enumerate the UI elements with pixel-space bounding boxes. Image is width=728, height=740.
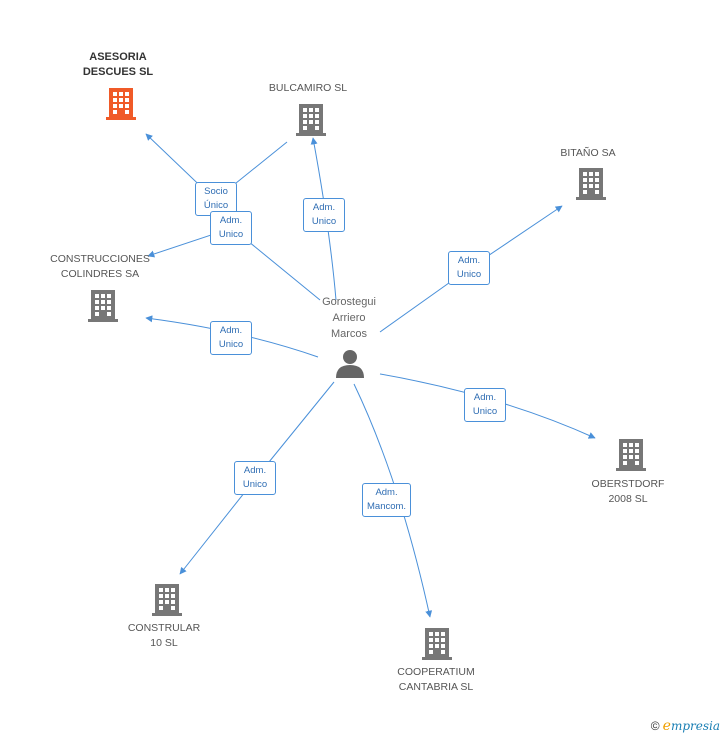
relation-badge-socio-unico[interactable]: Socio Único [195, 182, 237, 216]
relation-badge-adm-unico-bitano[interactable]: Adm. Unico [448, 251, 490, 285]
relation-badge-adm-unico-oberstdorf[interactable]: Adm. Unico [464, 388, 506, 422]
building-icon-asesoria[interactable] [106, 86, 136, 120]
company-label-constrular[interactable]: CONSTRULAR 10 SL [127, 622, 201, 649]
relation-badge-adm-unico-construcciones-upper[interactable]: Adm. Unico [210, 211, 252, 245]
company-label-bulcamiro[interactable]: BULCAMIRO SL [268, 82, 348, 94]
brand-logo-text: mpresia [670, 719, 720, 733]
footer-brand[interactable]: ©empresia [651, 718, 720, 734]
person-label[interactable]: Gorostegui Arriero Marcos [322, 296, 376, 340]
company-label-asesoria[interactable]: ASESORIA DESCUES SL [82, 51, 154, 78]
relation-badge-adm-unico-bulcamiro[interactable]: Adm. Unico [303, 198, 345, 232]
company-label-oberstdorf[interactable]: OBERSTDORF 2008 SL [591, 478, 665, 505]
building-icon-oberstdorf[interactable] [616, 437, 646, 471]
relation-badge-adm-mancom-cooperatium[interactable]: Adm. Mancom. [362, 483, 412, 517]
brand-logo-initial: e [662, 718, 671, 734]
building-icon-bitano[interactable] [576, 166, 606, 200]
relation-badge-adm-unico-constrular[interactable]: Adm. Unico [234, 461, 276, 495]
building-icon-bulcamiro[interactable] [296, 102, 326, 136]
company-label-bitano[interactable]: BITAÑO SA [560, 147, 616, 159]
person-icon[interactable] [335, 348, 365, 378]
building-icon-construcciones[interactable] [88, 288, 118, 322]
building-icon-constrular[interactable] [152, 582, 182, 616]
company-label-construcciones[interactable]: CONSTRUCCIONES COLINDRES SA [50, 253, 150, 280]
building-icon-cooperatium[interactable] [422, 626, 452, 660]
copyright-symbol: © [650, 719, 660, 733]
company-label-cooperatium[interactable]: COOPERATIUM CANTABRIA SL [397, 666, 475, 693]
relation-badge-adm-unico-construcciones[interactable]: Adm. Unico [210, 321, 252, 355]
